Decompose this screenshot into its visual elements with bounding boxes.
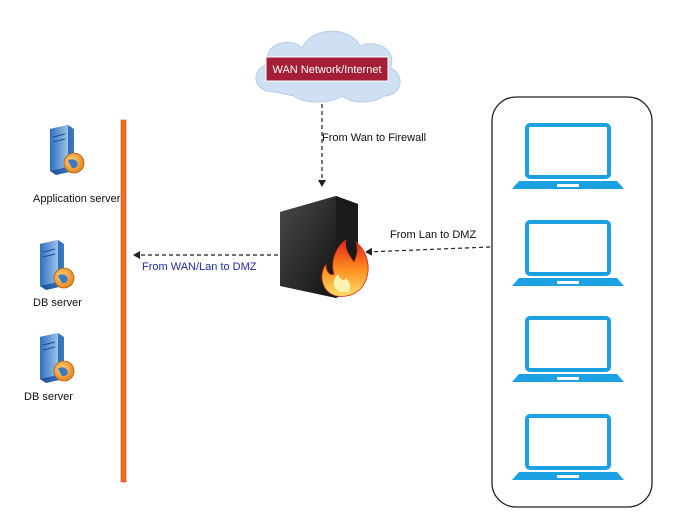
- wan-label-box: [265, 56, 389, 82]
- server-label-db-1: DB server: [33, 297, 82, 309]
- server-slot: [42, 253, 56, 258]
- wan-cloud[interactable]: WAN Network/Internet: [255, 30, 401, 103]
- laptop-screen: [525, 220, 611, 276]
- globe-land: [58, 274, 68, 284]
- lan-container: [491, 96, 653, 508]
- laptop-screen: [525, 316, 611, 372]
- fire-icon: [321, 239, 369, 297]
- arrow-lan-to-dmz: [365, 246, 491, 256]
- laptop-screen: [525, 414, 611, 470]
- laptop-trackpad: [557, 475, 579, 478]
- server-slot: [52, 138, 66, 143]
- server-db-1[interactable]: [40, 240, 75, 290]
- server-db-2[interactable]: [40, 333, 75, 383]
- globe-land: [58, 367, 68, 377]
- laptop-icon[interactable]: [512, 220, 624, 286]
- laptop-trackpad: [557, 184, 579, 187]
- server-label-db-2: DB server: [24, 391, 73, 403]
- laptop-icon[interactable]: [512, 414, 624, 480]
- server-label-application: Application server: [33, 193, 121, 205]
- laptop-trackpad: [557, 377, 579, 380]
- laptop-screen: [525, 123, 611, 179]
- laptop-icon[interactable]: [512, 123, 624, 189]
- wan-label: WAN Network/Internet: [272, 64, 381, 76]
- laptop-trackpad: [557, 281, 579, 284]
- label-wanlan-to-dmz: From WAN/Lan to DMZ: [142, 261, 257, 273]
- server-slot: [42, 248, 56, 253]
- laptop-icon[interactable]: [512, 316, 624, 382]
- label-wan-to-firewall: From Wan to Firewall: [322, 132, 426, 144]
- server-slot: [42, 346, 56, 351]
- label-lan-to-dmz: From Lan to DMZ: [390, 229, 476, 241]
- firewall[interactable]: [280, 196, 369, 298]
- server-application[interactable]: [50, 125, 85, 175]
- server-slot: [42, 341, 56, 346]
- globe-land: [68, 159, 78, 169]
- dmz-bar: [120, 119, 127, 483]
- server-slot: [52, 133, 66, 138]
- fire-core: [333, 274, 351, 292]
- laptop-group: [512, 123, 624, 480]
